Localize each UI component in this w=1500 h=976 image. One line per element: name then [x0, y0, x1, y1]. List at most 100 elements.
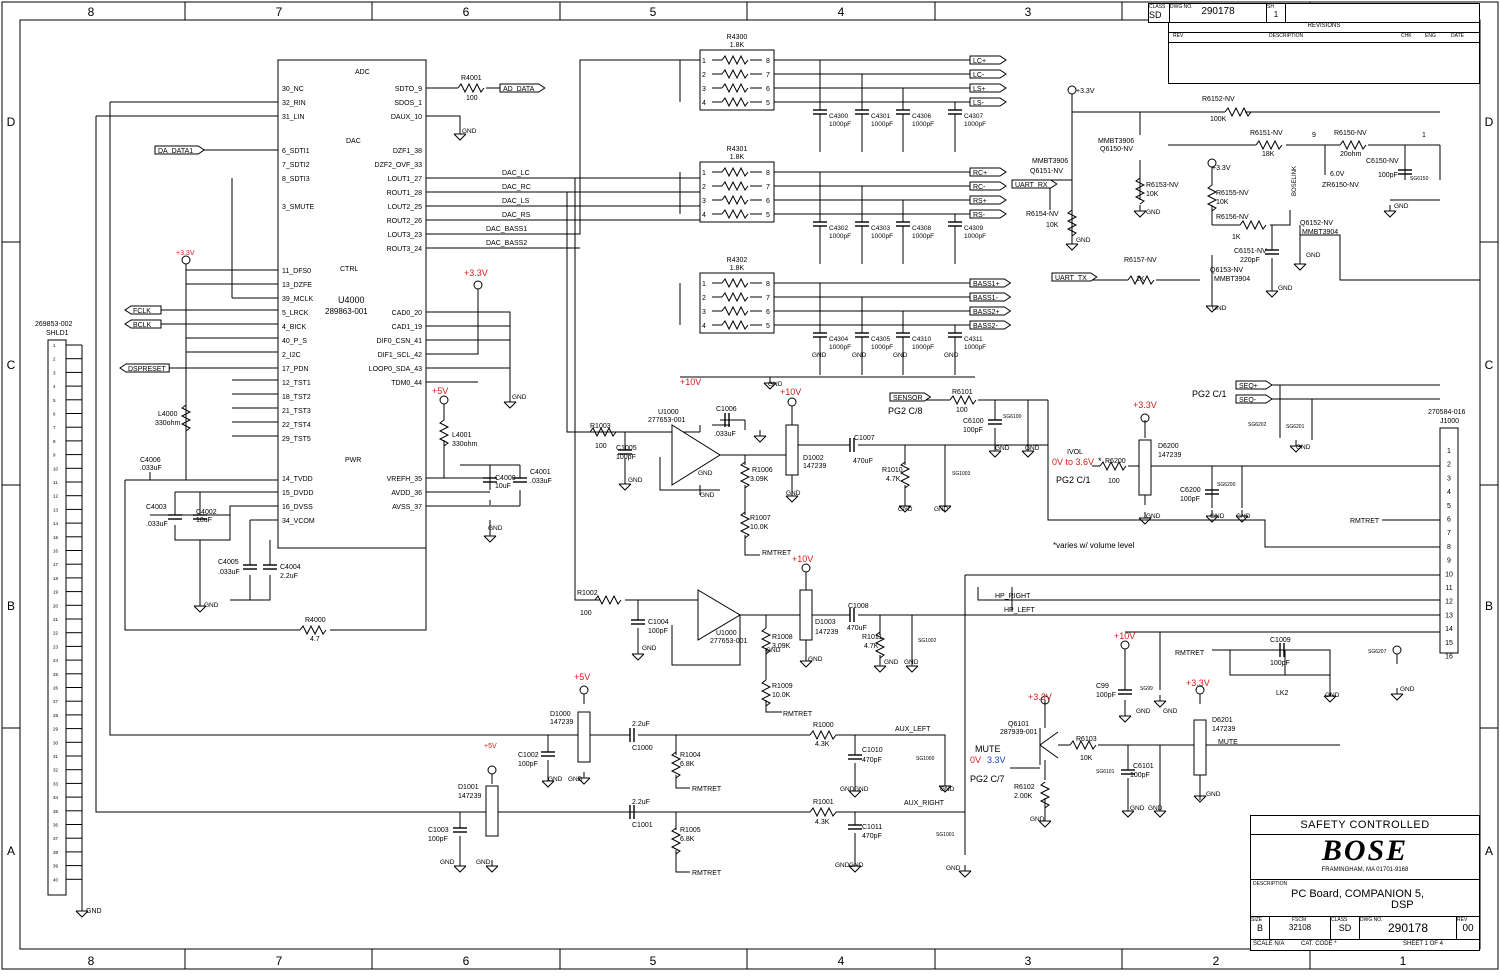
connector-pin-23: 23: [53, 644, 59, 649]
connector-pin-18: 18: [53, 576, 59, 581]
net-rmtret: RMTRET: [1175, 650, 1205, 657]
net-BASS1-: [969, 292, 1012, 302]
q6101-part: 287939-001: [1000, 729, 1037, 736]
l4001-ref: L4001: [452, 432, 472, 439]
connector-pin-39: 39: [53, 864, 59, 869]
net-rmtret: RMTRET: [692, 870, 722, 877]
u4000-pin-LOUT1_27: LOUT1_27: [388, 176, 422, 183]
net-uart-rx: [1011, 179, 1058, 189]
logo-area: BOSE FRAMINGHAM, MA 01701-9168: [1251, 835, 1479, 880]
c4001-value: .033uF: [530, 478, 552, 485]
power-3v3-label: +3.3V: [1028, 692, 1052, 702]
connector-j1000: [1439, 427, 1459, 654]
sg6202-label: SG6202: [1248, 422, 1267, 428]
r6157-value: 1K: [1136, 276, 1145, 283]
d1003-ref: D1003: [815, 619, 836, 626]
array-pin: 4: [702, 323, 706, 330]
net-seq-minus-text: SEQ-: [1239, 397, 1257, 404]
rev-col-date: DATE: [1451, 33, 1464, 39]
array-pin: 8: [766, 170, 770, 177]
gnd-label: GND: [1212, 305, 1227, 312]
u1000a-part: 277653-001: [648, 417, 685, 424]
u4000-pin-18_TST2: 18_TST2: [282, 394, 311, 401]
cap-C4300: [812, 109, 828, 115]
gnd-label: GND: [628, 477, 643, 484]
connector-pin-32: 32: [53, 768, 59, 773]
d6200-ref: D6200: [1158, 443, 1179, 450]
u4000-pin-2_I2C: 2_I2C: [282, 352, 301, 359]
r1003-ref: R1003: [590, 423, 611, 430]
gnd-label: GND: [568, 776, 583, 783]
sg6200-label: SG6200: [1217, 482, 1236, 488]
net-bclk: [124, 319, 162, 329]
footer-row: SCALE N/A CAT. CODE * SHEET 1 OF 4: [1251, 940, 1479, 950]
r6156-value: 1K: [1232, 234, 1241, 241]
cap-ref: C4308: [912, 225, 932, 232]
net-bclk-text: BCLK: [133, 322, 152, 329]
u4000-pin-SDTO_9: SDTO_9: [395, 86, 422, 93]
connector-pin-34: 34: [53, 795, 59, 800]
net-aux-left: AUX_LEFT: [895, 726, 931, 733]
power-3v3-label: +3.3V: [1186, 678, 1210, 688]
rev-col-rev: REV: [1173, 33, 1184, 39]
net-sensor: [889, 392, 932, 402]
node-1: 1: [1422, 132, 1426, 139]
gnd-label: GND: [940, 786, 955, 793]
gnd-label: GND: [934, 506, 949, 513]
net-DAC_LC: DAC_LC: [502, 170, 530, 177]
r6150-ref: R6150-NV: [1334, 130, 1367, 137]
gnd-label: GND: [944, 352, 959, 359]
r6101-value: 100: [956, 407, 968, 414]
r1004-ref: R1004: [680, 752, 701, 759]
connector-pin-4: 4: [53, 384, 56, 389]
array-pin: 7: [766, 184, 770, 191]
c6200-ref: C6200: [1180, 487, 1201, 494]
array-pin: 2: [702, 295, 706, 302]
l4000-value: 330ohm: [155, 420, 180, 427]
d1001-value: 147239: [458, 793, 481, 800]
connector-pin-40: 40: [53, 877, 59, 882]
j1000-pin-1: 1: [1447, 448, 1451, 455]
u4000-pin-ROUT3_24: ROUT3_24: [387, 246, 423, 253]
u4000-pin-16_DVSS: 16_DVSS: [282, 504, 313, 511]
cap-C4309: [947, 221, 963, 227]
u4000-pin-DIF0_CSN_41: DIF0_CSN_41: [376, 338, 422, 345]
u1000b-ref: U1000: [716, 630, 737, 637]
u4000-part: 289863-001: [325, 307, 368, 316]
d1002-value: 147239: [803, 463, 826, 470]
c1005-ref: C1005: [616, 445, 637, 452]
c4003-value: .033uF: [146, 521, 168, 528]
c6200-value: 100pF: [1180, 496, 1200, 503]
cap-C4306: [895, 109, 911, 115]
zone-row-left-C: C: [7, 358, 16, 372]
array-pin: 1: [702, 281, 706, 288]
gnd-label: GND: [1136, 708, 1151, 715]
gnd-label: GND: [512, 394, 527, 401]
q6150-type: MMBT3906: [1098, 138, 1134, 145]
c1009-ref: C1009: [1270, 637, 1291, 644]
connector-pin-19: 19: [53, 590, 59, 595]
c1002-ref: C1002: [518, 752, 539, 759]
net-uart-tx-text: UART_TX: [1055, 275, 1087, 282]
c1011-ref: C1011: [862, 824, 882, 831]
net-RC--text: RC-: [973, 184, 986, 191]
r6153-value: 10K: [1146, 191, 1159, 198]
revisions-title: REVISIONS: [1169, 23, 1479, 33]
net-rmtret: RMTRET: [762, 550, 792, 557]
u4000-pin-AVDD_36: AVDD_36: [391, 490, 422, 497]
net-BASS2-: [969, 320, 1012, 330]
connector-part: 269853-002: [35, 321, 72, 328]
zone-col-top-7: 7: [276, 5, 283, 19]
net-fclk-text: FCLK: [133, 308, 151, 315]
connector-pin-31: 31: [53, 754, 59, 759]
cap-value: 1000pF: [912, 344, 934, 351]
resistor-array-ref: R4301: [727, 146, 748, 153]
u4000-pin-31_LIN: 31_LIN: [282, 114, 305, 121]
connector-pin-30: 30: [53, 740, 59, 745]
size-value: B: [1256, 923, 1263, 933]
j1000-pin-4: 4: [1447, 489, 1451, 496]
array-pin: 3: [702, 86, 706, 93]
u4000-pin-12_TST1: 12_TST1: [282, 380, 311, 387]
d1000-ref: D1000: [550, 711, 571, 718]
